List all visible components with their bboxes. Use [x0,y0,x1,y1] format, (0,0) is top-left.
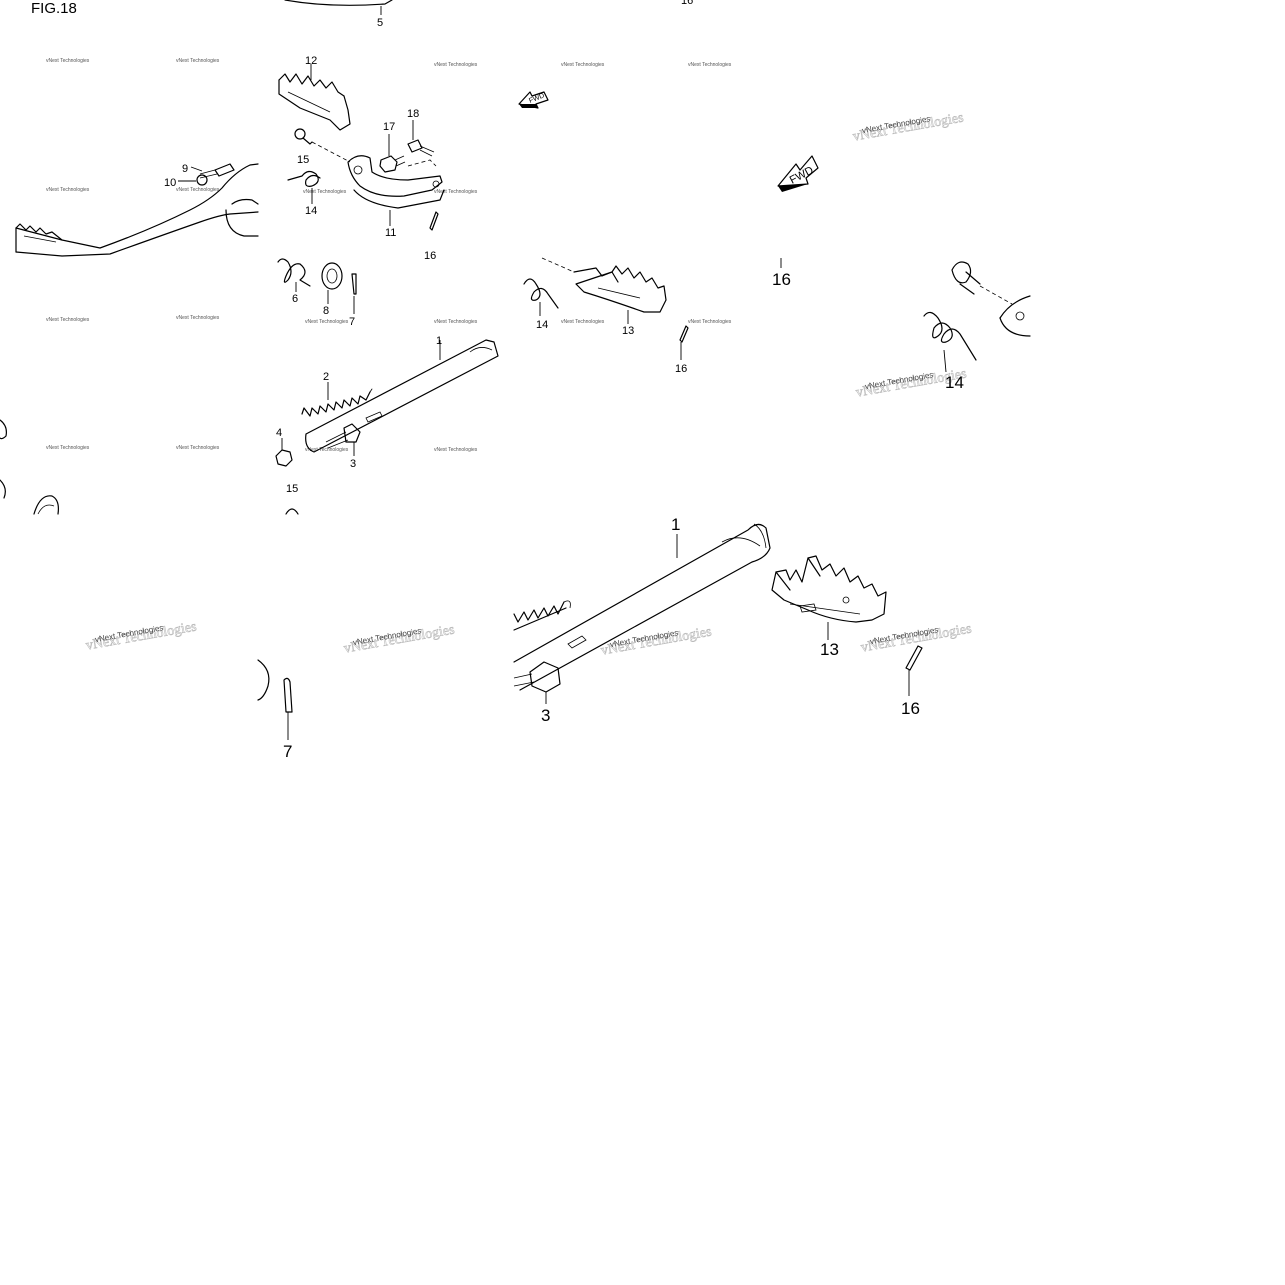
callout-13: 13 [622,325,634,337]
watermark-text: vNext Technologies [434,447,478,453]
callout-17: 17 [383,121,395,133]
side-stand-large: 1 3 [513,515,771,725]
left-edge-fragments [0,419,59,515]
callout-15: 15 [286,483,298,495]
top-fragment: 5 16 [284,0,693,29]
callout-1: 1 [671,515,680,534]
callout-10: 10 [164,177,176,189]
footrest-13-large: 13 16 [771,555,923,718]
callout-11: 11 [385,227,396,239]
watermark-grid: vNext Technologies vNext Technologies vN… [46,58,732,453]
callout-13: 13 [820,640,839,659]
callout-16: 16 [681,0,693,7]
fwd-arrow-small: FWD [518,91,549,109]
watermark-text: vNext Technologies [176,187,220,193]
callout-6: 6 [292,293,298,305]
callout-7: 7 [349,316,355,328]
brake-pedal: 9 10 [15,163,259,257]
callout-8: 8 [323,305,329,317]
watermark-text: vNext Technologies [46,58,90,64]
watermark-text: vNext Technologies [688,319,732,325]
footrest-bracket: 12 15 14 11 17 18 16 [278,55,445,262]
watermark-text: vNext Technologies [434,189,478,195]
callout-16: 16 [675,363,687,375]
callout-9: 9 [182,163,188,175]
watermark-text: vNext Technologies [303,189,347,195]
callout-16: 16 [772,270,791,289]
side-stand-small: 1 2 4 3 15 [275,335,499,515]
watermark-text: vNext Technologies [46,187,90,193]
watermark-text: vNext Technologies [46,317,90,323]
callout-3: 3 [350,458,356,470]
watermark-text: vNext Technologies [176,58,220,64]
callout-16: 16 [424,250,436,262]
callout-14: 14 [305,205,317,217]
pin-7-large: 7 [257,659,293,761]
callout-4: 4 [276,427,282,439]
watermark-text: vNext Technologies [176,445,220,451]
spring-washer-pin: 6 8 7 [277,258,357,328]
callout-3: 3 [541,706,550,725]
callout-1: 1 [436,335,442,347]
fwd-label: FWD [788,164,816,186]
watermark-text: vNext Technologies [561,319,605,325]
watermark-text: vNext Technologies [561,62,605,68]
callout-18: 18 [407,108,419,120]
watermark-text: vNext Technologies [434,319,478,325]
watermark-text: vNext Technologies [176,315,220,321]
watermark-text: vNext Technologies [305,319,349,325]
callout-14: 14 [945,373,964,392]
callout-2: 2 [323,371,329,383]
callout-7: 7 [283,742,292,761]
callout-15: 15 [297,154,309,166]
fwd-arrow-large: FWD [777,155,819,192]
watermark-text: vNext Technologies [46,445,90,451]
figure-title: FIG.18 [31,0,77,17]
enlarged-spring-group: 16 14 [772,258,1031,392]
callout-5: 5 [377,17,383,29]
footrest-13-small: 13 14 16 [523,257,689,375]
callout-16: 16 [901,699,920,718]
callout-12: 12 [305,55,317,67]
watermark-text: vNext Technologies [434,62,478,68]
watermark-text: vNext Technologies [688,62,732,68]
watermark-text: vNext Technologies [305,447,349,453]
callout-14: 14 [536,319,548,331]
